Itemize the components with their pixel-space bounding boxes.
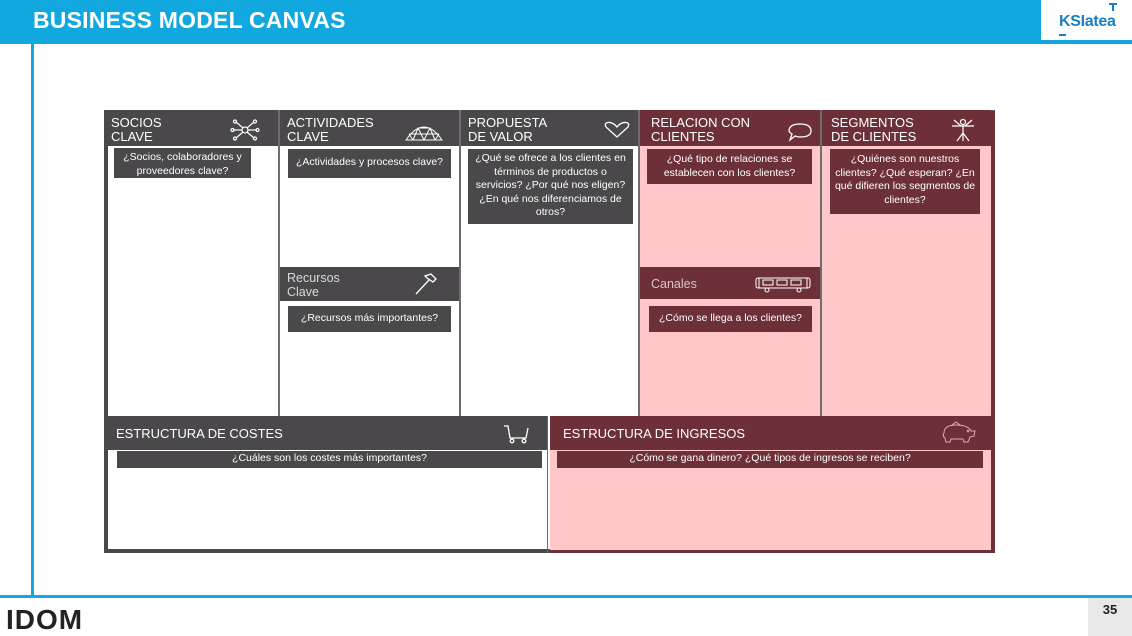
truck-icon xyxy=(755,277,811,293)
actividades-question: ¿Actividades y procesos clave? xyxy=(288,149,451,178)
costes-question: ¿Cuáles son los costes más importantes? xyxy=(117,451,542,468)
dome-icon xyxy=(405,126,443,142)
ingresos-title: ESTRUCTURA DE INGRESOS xyxy=(563,426,746,441)
costes-title: ESTRUCTURA DE COSTES xyxy=(116,426,283,441)
page-number: 35 xyxy=(1102,602,1118,617)
estructura-costes-header: ESTRUCTURA DE COSTES xyxy=(104,416,547,450)
relacion-title-line2: CLIENTES xyxy=(651,129,715,144)
segmentos-title-line1: SEGMENTOS xyxy=(831,115,914,130)
socios-question: ¿Socios, colaboradores y proveedores cla… xyxy=(114,148,251,178)
cart-icon xyxy=(504,425,529,444)
relacion-title-line1: RELACION CON xyxy=(651,115,750,130)
segmentos-title-line2: DE CLIENTES xyxy=(831,129,917,144)
frame-bottom-left xyxy=(104,549,550,553)
divider-2 xyxy=(459,110,461,416)
ingresos-question: ¿Cómo se gana dinero? ¿Qué tipos de ingr… xyxy=(557,451,983,468)
piggy-bank-icon xyxy=(942,421,976,443)
socios-title-line1: SOCIOS xyxy=(111,115,162,130)
estructura-ingresos-header: ESTRUCTURA DE INGRESOS xyxy=(550,416,991,450)
page-title: BUSINESS MODEL CANVAS xyxy=(33,7,346,33)
bottom-accent-line xyxy=(0,595,1132,598)
canales-title: Canales xyxy=(651,277,697,291)
divider-1 xyxy=(278,110,280,416)
socios-title-line2: CLAVE xyxy=(111,129,153,144)
left-accent-line xyxy=(31,44,34,596)
frame-right xyxy=(991,110,995,553)
recursos-title-line1: Recursos xyxy=(287,271,340,285)
recursos-question: ¿Recursos más importantes? xyxy=(288,306,451,332)
speech-bubble-icon xyxy=(788,123,812,142)
page-number-box: 35 xyxy=(1088,598,1132,636)
heart-icon xyxy=(604,121,630,138)
brand-underline xyxy=(1059,34,1066,36)
hammer-icon xyxy=(415,273,437,295)
canales-question: ¿Cómo se llega a los clientes? xyxy=(649,306,812,332)
frame-left xyxy=(104,110,108,553)
brand-logo: KSIatea xyxy=(1041,0,1132,40)
relacion-question: ¿Qué tipo de relaciones se establecen co… xyxy=(647,149,812,184)
actividades-title-line1: ACTIVIDADES xyxy=(287,115,374,130)
divider-4 xyxy=(820,110,822,416)
top-bar: BUSINESS MODEL CANVAS KSIatea xyxy=(0,0,1132,44)
brand-mark-icon xyxy=(1109,3,1117,11)
footer-logo: IDOM xyxy=(6,604,84,635)
revenue-divider xyxy=(547,416,548,553)
recursos-title-line2: Clave xyxy=(287,285,319,299)
segmentos-question: ¿Quiénes son nuestros clientes? ¿Qué esp… xyxy=(830,149,980,214)
brand-name: KSIatea xyxy=(1059,13,1116,30)
canales-header: Canales xyxy=(640,267,820,299)
vitruvian-man-icon xyxy=(952,118,974,142)
network-icon xyxy=(230,119,260,141)
divider-3 xyxy=(638,110,640,416)
frame-bottom-right xyxy=(550,550,995,553)
actividades-title-line2: CLAVE xyxy=(287,129,329,144)
propuesta-question: ¿Qué se ofrece a los clientes en término… xyxy=(468,149,633,224)
propuesta-title-line1: PROPUESTA xyxy=(468,115,548,130)
propuesta-title-line2: DE VALOR xyxy=(468,129,533,144)
